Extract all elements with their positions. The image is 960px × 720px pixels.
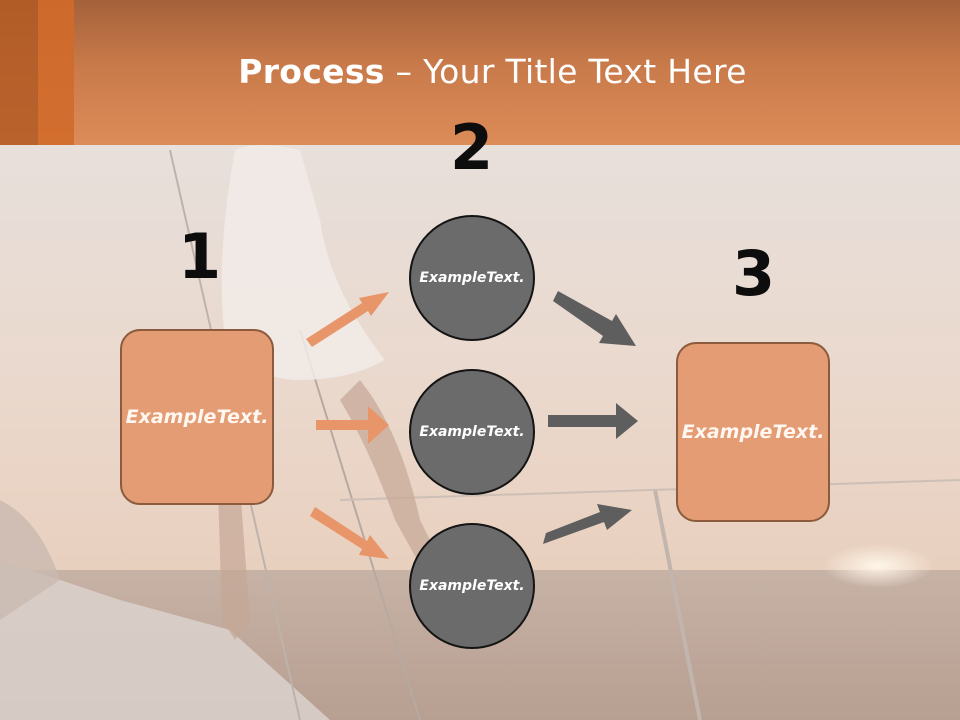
arrow-from-bottom-circle: [543, 504, 632, 544]
step-number-2: 2: [450, 111, 494, 184]
title-bold: Process: [238, 52, 385, 91]
step-number-1: 1: [178, 220, 222, 293]
arrow-to-top-circle: [306, 292, 389, 347]
accent-band: [0, 0, 38, 145]
step-number-3: 3: [732, 237, 776, 310]
title-rest: – Your Title Text Here: [384, 52, 747, 91]
slide-title: Process – Your Title Text Here: [0, 52, 960, 91]
arrow-from-top-circle: [553, 291, 636, 346]
accent-band: [38, 0, 74, 145]
arrow-from-middle-circle: [548, 403, 638, 439]
title-banner: [0, 0, 960, 145]
arrow-to-middle-circle: [316, 406, 389, 444]
arrow-to-bottom-circle: [310, 507, 389, 559]
